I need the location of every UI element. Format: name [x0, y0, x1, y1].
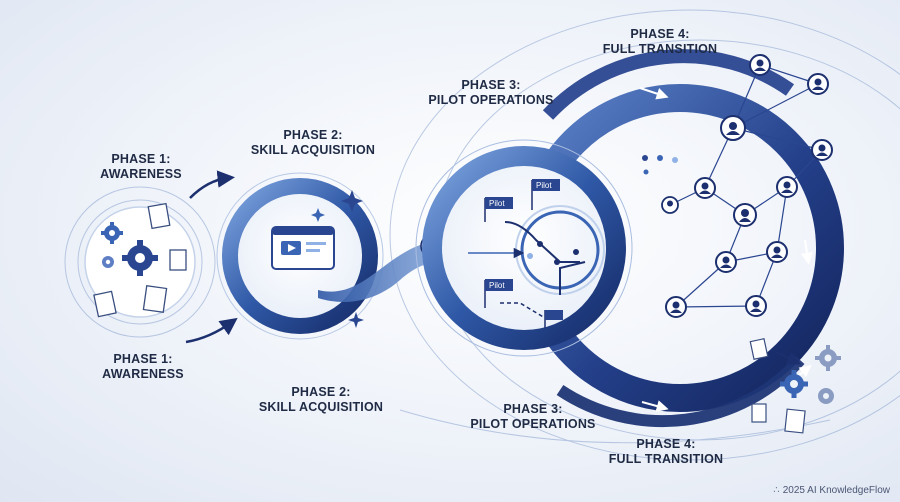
gear-icon: [102, 256, 114, 268]
person-node-icon: [776, 176, 798, 198]
person-node-icon: [733, 203, 757, 227]
gear-icon: [101, 222, 123, 244]
document-icon: [749, 338, 769, 360]
phase3-ring: Pilot Pilot Pilot: [415, 139, 633, 357]
footer-credit: ∴2025 AI KnowledgeFlow: [773, 485, 890, 496]
phase2-label-bottom: PHASE 3: PHASE 2: SKILL ACQUISITION: [258, 385, 384, 414]
flag-label: Pilot: [536, 181, 552, 190]
person-node-icon: [745, 295, 767, 317]
flag-label: Pilot: [489, 199, 505, 208]
network-nodes: [642, 54, 833, 318]
person-node-icon: [665, 296, 687, 318]
sparkle-icon: [341, 190, 363, 212]
phase4-label-bottom: PHASE 4: FULL TRANSITION: [608, 437, 724, 466]
browser-window-icon: [271, 226, 335, 270]
phase3-label-bottom: PHASE 3: PILOT OPERATIONS: [470, 402, 596, 431]
person-node-icon: [749, 54, 771, 76]
gear-icon: [815, 345, 841, 371]
person-node-icon: [811, 139, 833, 161]
document-icon: [751, 403, 767, 423]
person-node-icon: [715, 251, 737, 273]
person-node-icon: [720, 115, 746, 141]
phase1-label-top: PHASE 1: AWARENESS: [100, 152, 182, 181]
person-node-icon: [766, 241, 788, 263]
sparkle-icon: [348, 312, 364, 328]
document-icon: [784, 408, 806, 434]
logo-icon: ∴: [773, 485, 780, 496]
person-node-icon: [661, 196, 679, 214]
person-node-icon: [694, 177, 716, 199]
phase2-ring: [216, 172, 384, 340]
sparkle-icon: [311, 208, 325, 222]
gear-icon: [818, 388, 834, 404]
document-icon: [93, 202, 187, 318]
flag-label: Pilot: [489, 281, 505, 290]
gear-icon: [122, 240, 158, 276]
gear-icon: [780, 370, 808, 398]
output-cluster: [749, 338, 841, 434]
phase1-label-bottom: PHASE 1: AWARENESS: [102, 352, 184, 381]
phase4-label-top: PHASE 4: FULL TRANSITION: [602, 27, 718, 56]
flag-icon: [484, 279, 513, 308]
flag-icon: [531, 179, 560, 210]
flag-icon: [544, 310, 563, 328]
phase1-cluster: [84, 170, 238, 344]
phase2-label-top: PHASE 2: SKILL ACQUISITION: [250, 128, 376, 157]
person-node-icon: [807, 73, 829, 95]
phase3-label-top: PHASE 3: PILOT OPERATIONS: [428, 78, 554, 107]
flag-icon: [484, 197, 513, 222]
